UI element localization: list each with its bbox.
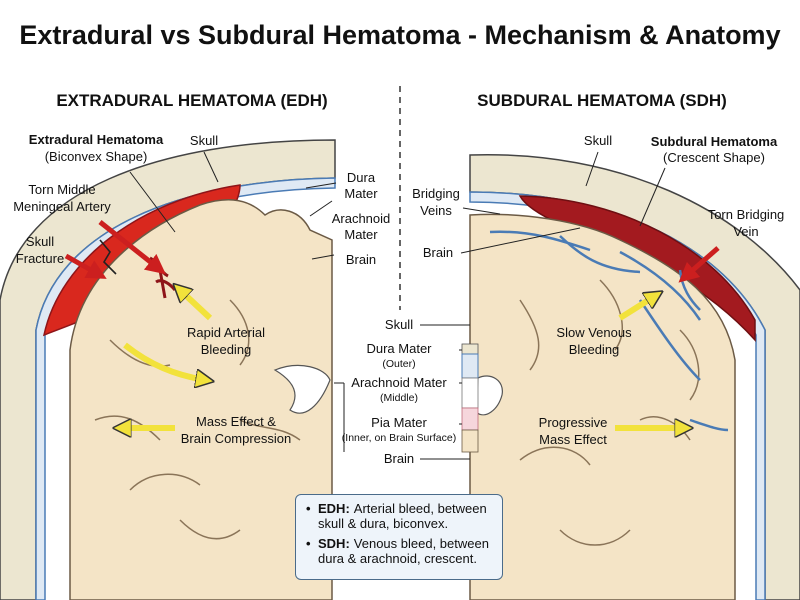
layer-pia-strip (461, 407, 479, 431)
legend-item-edh: • EDH:Arterial bleed, between skull & du… (306, 501, 494, 531)
edh-artery-label-2: Meningeal Artery (13, 199, 111, 214)
layer-skull-strip (461, 343, 479, 355)
edh-dura-label-1: Dura (347, 170, 376, 185)
edh-hematoma-label: Extradural Hematoma (29, 132, 164, 147)
edh-leaders (129, 151, 337, 260)
edh-arrows (64, 220, 213, 428)
sdh-ventricle (475, 375, 503, 416)
layers-key (334, 324, 479, 460)
layer-brain-label: Brain (384, 451, 414, 466)
layer-pia-note: (Inner, on Brain Surface) (342, 432, 456, 444)
artery-arrow (98, 220, 166, 275)
edh-dura-label-2: Mater (344, 186, 378, 201)
legend-key-edh: EDH: (318, 501, 350, 516)
sdh-arrows (615, 246, 720, 428)
sdh-hematoma-label: Subdural Hematoma (651, 134, 778, 149)
legend-key-sdh: SDH: (318, 536, 350, 551)
layer-dura-note: (Outer) (382, 358, 415, 370)
sdh-torn-vein-label-1: Torn Bridging (708, 207, 785, 222)
sdh-brain (469, 213, 736, 600)
edh-heading: EXTRADURAL HEMATOMA (EDH) (56, 91, 327, 110)
layer-brain-strip (461, 429, 479, 453)
edh-fracture-label-1: Skull (26, 234, 54, 249)
sdh-heading: SUBDURAL HEMATOMA (SDH) (477, 91, 727, 110)
sdh-torn-vein-label-2: Vein (733, 224, 758, 239)
sdh-hematoma-shape: (Crescent Shape) (663, 150, 765, 165)
bullet-icon: • (306, 501, 311, 516)
edh-mass-effect-label-2: Brain Compression (181, 431, 292, 446)
edh-bleeding-label-2: Bleeding (201, 342, 252, 357)
sdh-illustration (469, 153, 800, 600)
sdh-bleeding-label-2: Bleeding (569, 342, 620, 357)
page-title: Extradural vs Subdural Hematoma - Mechan… (19, 20, 780, 50)
edh-bleeding-label-1: Rapid Arterial (187, 325, 265, 340)
edh-skull-fracture-line (99, 239, 117, 275)
sdh-bleeding-label-1: Slow Venous (556, 325, 632, 340)
edh-hematoma-shape: (Biconvex Shape) (45, 149, 148, 164)
fracture-arrow (64, 253, 107, 279)
sdh-bridging-veins (489, 230, 729, 432)
edh-illustration (0, 139, 336, 600)
sdh-mass-effect-label-2: Mass Effect (539, 432, 607, 447)
arterial-spread-arrow (123, 342, 205, 380)
layer-dura-label: Dura Mater (366, 341, 432, 356)
layer-arachnoid-strip (461, 377, 479, 409)
legend-text-edh: Arterial bleed, between skull & dura, bi… (318, 501, 487, 531)
layer-skull-label: Skull (385, 317, 413, 332)
edh-ventricle (273, 364, 331, 414)
summary-legend: • EDH:Arterial bleed, between skull & du… (295, 494, 503, 580)
legend-item-sdh: • SDH:Venous bleed, between dura & arach… (306, 536, 494, 566)
edh-artery-label-1: Torn Middle (28, 182, 95, 197)
edh-skull-label: Skull (190, 133, 218, 148)
layer-dura-strip (461, 353, 479, 379)
torn-vein-arrow (678, 246, 720, 283)
edh-brain-label: Brain (346, 252, 376, 267)
arterial-bleeding-arrow (180, 290, 213, 321)
sdh-brain-label: Brain (423, 245, 453, 260)
edh-mass-effect-label-1: Mass Effect & (196, 414, 276, 429)
sdh-bridging-label-1: Bridging (412, 186, 460, 201)
venous-bleeding-arrow (618, 296, 655, 321)
layer-arachnoid-note: (Middle) (380, 392, 418, 404)
legend-text-sdh: Venous bleed, between dura & arachnoid, … (318, 536, 489, 566)
edh-brain (69, 199, 333, 600)
sdh-skull-label: Skull (584, 133, 612, 148)
layer-arachnoid-label: Arachnoid Mater (351, 375, 447, 390)
edh-arachnoid-label-1: Arachnoid (332, 211, 391, 226)
sdh-bridging-label-2: Veins (420, 203, 452, 218)
sdh-mass-effect-label-1: Progressive (539, 415, 608, 430)
sdh-leaders (460, 151, 666, 254)
layer-pia-label: Pia Mater (371, 415, 427, 430)
edh-fracture-label-2: Fracture (16, 251, 64, 266)
bullet-icon: • (306, 536, 311, 551)
edh-arachnoid-label-2: Mater (344, 227, 378, 242)
